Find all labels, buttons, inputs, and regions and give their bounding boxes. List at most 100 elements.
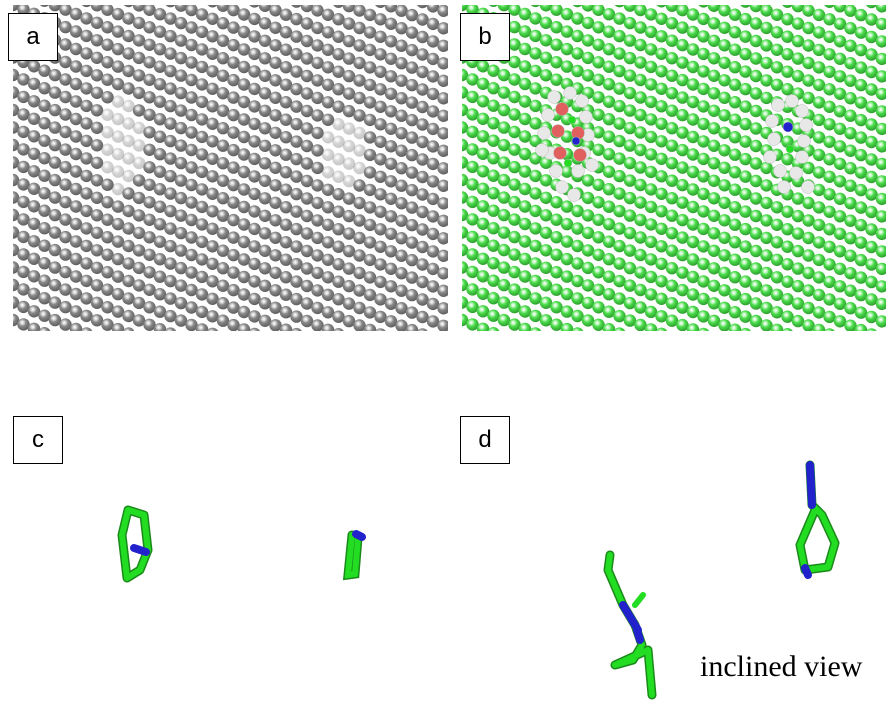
lattice-atom	[363, 271, 377, 284]
hydrogen-atom	[541, 108, 555, 122]
lattice-atom	[854, 43, 868, 57]
lattice-atom	[739, 187, 752, 201]
lattice-atom	[592, 56, 605, 69]
lattice-atom	[844, 249, 857, 262]
lattice-atom	[718, 266, 731, 279]
lattice-atom	[623, 296, 637, 310]
lattice-atom	[571, 12, 584, 25]
lattice-atom	[321, 113, 335, 127]
lattice-atom	[237, 235, 251, 249]
lattice-atom	[760, 5, 773, 17]
lattice-atom	[363, 236, 377, 249]
lattice-atom	[539, 209, 553, 222]
lattice-atom	[560, 200, 574, 213]
lattice-atom	[623, 51, 637, 65]
lattice-atom	[185, 318, 198, 331]
lattice-atom	[623, 5, 637, 12]
lattice-atom	[374, 153, 387, 166]
hydrogen-atom	[563, 86, 577, 100]
lattice-atom	[279, 96, 293, 109]
lattice-atom	[290, 222, 303, 236]
lattice-atom	[17, 90, 30, 104]
lattice-atom	[644, 235, 658, 249]
lattice-atom	[529, 99, 542, 113]
lattice-atom	[164, 222, 177, 235]
lattice-atom	[824, 328, 835, 331]
lattice-atom	[132, 16, 146, 30]
lattice-atom	[665, 34, 679, 47]
lattice-atom	[384, 157, 398, 170]
lattice-atom	[812, 253, 826, 267]
lattice-atom	[529, 274, 542, 288]
lattice-atom	[791, 262, 805, 275]
lattice-atom	[269, 74, 282, 87]
lattice-atom	[101, 248, 114, 261]
lattice-atom	[728, 218, 742, 231]
lattice-atom	[728, 201, 742, 214]
lattice-atom	[38, 309, 51, 322]
lattice-atom	[770, 43, 784, 56]
lattice-atom	[90, 16, 104, 29]
lattice-atom	[466, 125, 479, 139]
lattice-atom	[405, 288, 419, 302]
lattice-atom	[395, 127, 408, 140]
lattice-atom	[854, 61, 868, 74]
lattice-atom	[518, 77, 532, 91]
inclined-molecule-ring	[795, 460, 840, 579]
lattice-atom	[707, 279, 721, 292]
lattice-atom	[48, 173, 62, 187]
lattice-atom	[300, 17, 314, 30]
lattice-atom	[174, 296, 188, 310]
lattice-atom	[248, 47, 261, 61]
lattice-atom	[508, 283, 521, 296]
lattice-atom	[833, 157, 847, 170]
lattice-atom	[227, 248, 240, 262]
lattice-atom	[833, 192, 847, 205]
lattice-atom	[405, 166, 419, 179]
lattice-atom	[311, 161, 324, 175]
lattice-atom	[508, 73, 521, 86]
lattice-atom	[539, 191, 553, 204]
lattice-atom	[17, 195, 30, 209]
lattice-atom	[665, 122, 679, 135]
lattice-atom	[655, 30, 668, 43]
lattice-atom	[602, 43, 616, 56]
lattice-atom	[592, 266, 605, 279]
lattice-atom	[185, 161, 198, 174]
lattice-atom	[174, 121, 188, 135]
lattice-atom	[38, 274, 51, 287]
lattice-atom	[48, 191, 62, 204]
lattice-atom	[185, 283, 198, 297]
lattice-atom	[405, 131, 419, 144]
lattice-atom	[374, 13, 387, 26]
lattice-atom	[539, 69, 553, 82]
lattice-atom	[749, 139, 763, 153]
lattice-atom	[707, 104, 721, 118]
lattice-atom	[206, 222, 219, 235]
lattice-atom	[342, 5, 356, 13]
lattice-atom	[90, 244, 104, 257]
lattice-atom	[300, 244, 314, 258]
lattice-atom	[395, 39, 408, 52]
lattice-atom	[132, 244, 146, 257]
lattice-atom	[27, 60, 41, 73]
lattice-atom	[739, 152, 752, 166]
lattice-atom	[530, 5, 541, 8]
panel-c-label: c	[13, 416, 63, 464]
lattice-atom	[550, 21, 563, 34]
lattice-atom	[27, 217, 41, 230]
lattice-atom	[216, 227, 230, 240]
lattice-atom	[581, 279, 595, 292]
lattice-atom	[38, 257, 51, 270]
lattice-atom	[833, 87, 847, 101]
lattice-atom	[655, 310, 668, 323]
lattice-atom	[332, 205, 345, 218]
lattice-atom	[269, 39, 282, 52]
lattice-atom	[602, 200, 616, 213]
lattice-atom	[426, 122, 440, 136]
carbon-atom	[785, 144, 795, 154]
lattice-atom	[405, 61, 419, 74]
lattice-atom	[760, 179, 773, 192]
lattice-atom	[111, 7, 125, 21]
lattice-atom	[363, 306, 377, 319]
